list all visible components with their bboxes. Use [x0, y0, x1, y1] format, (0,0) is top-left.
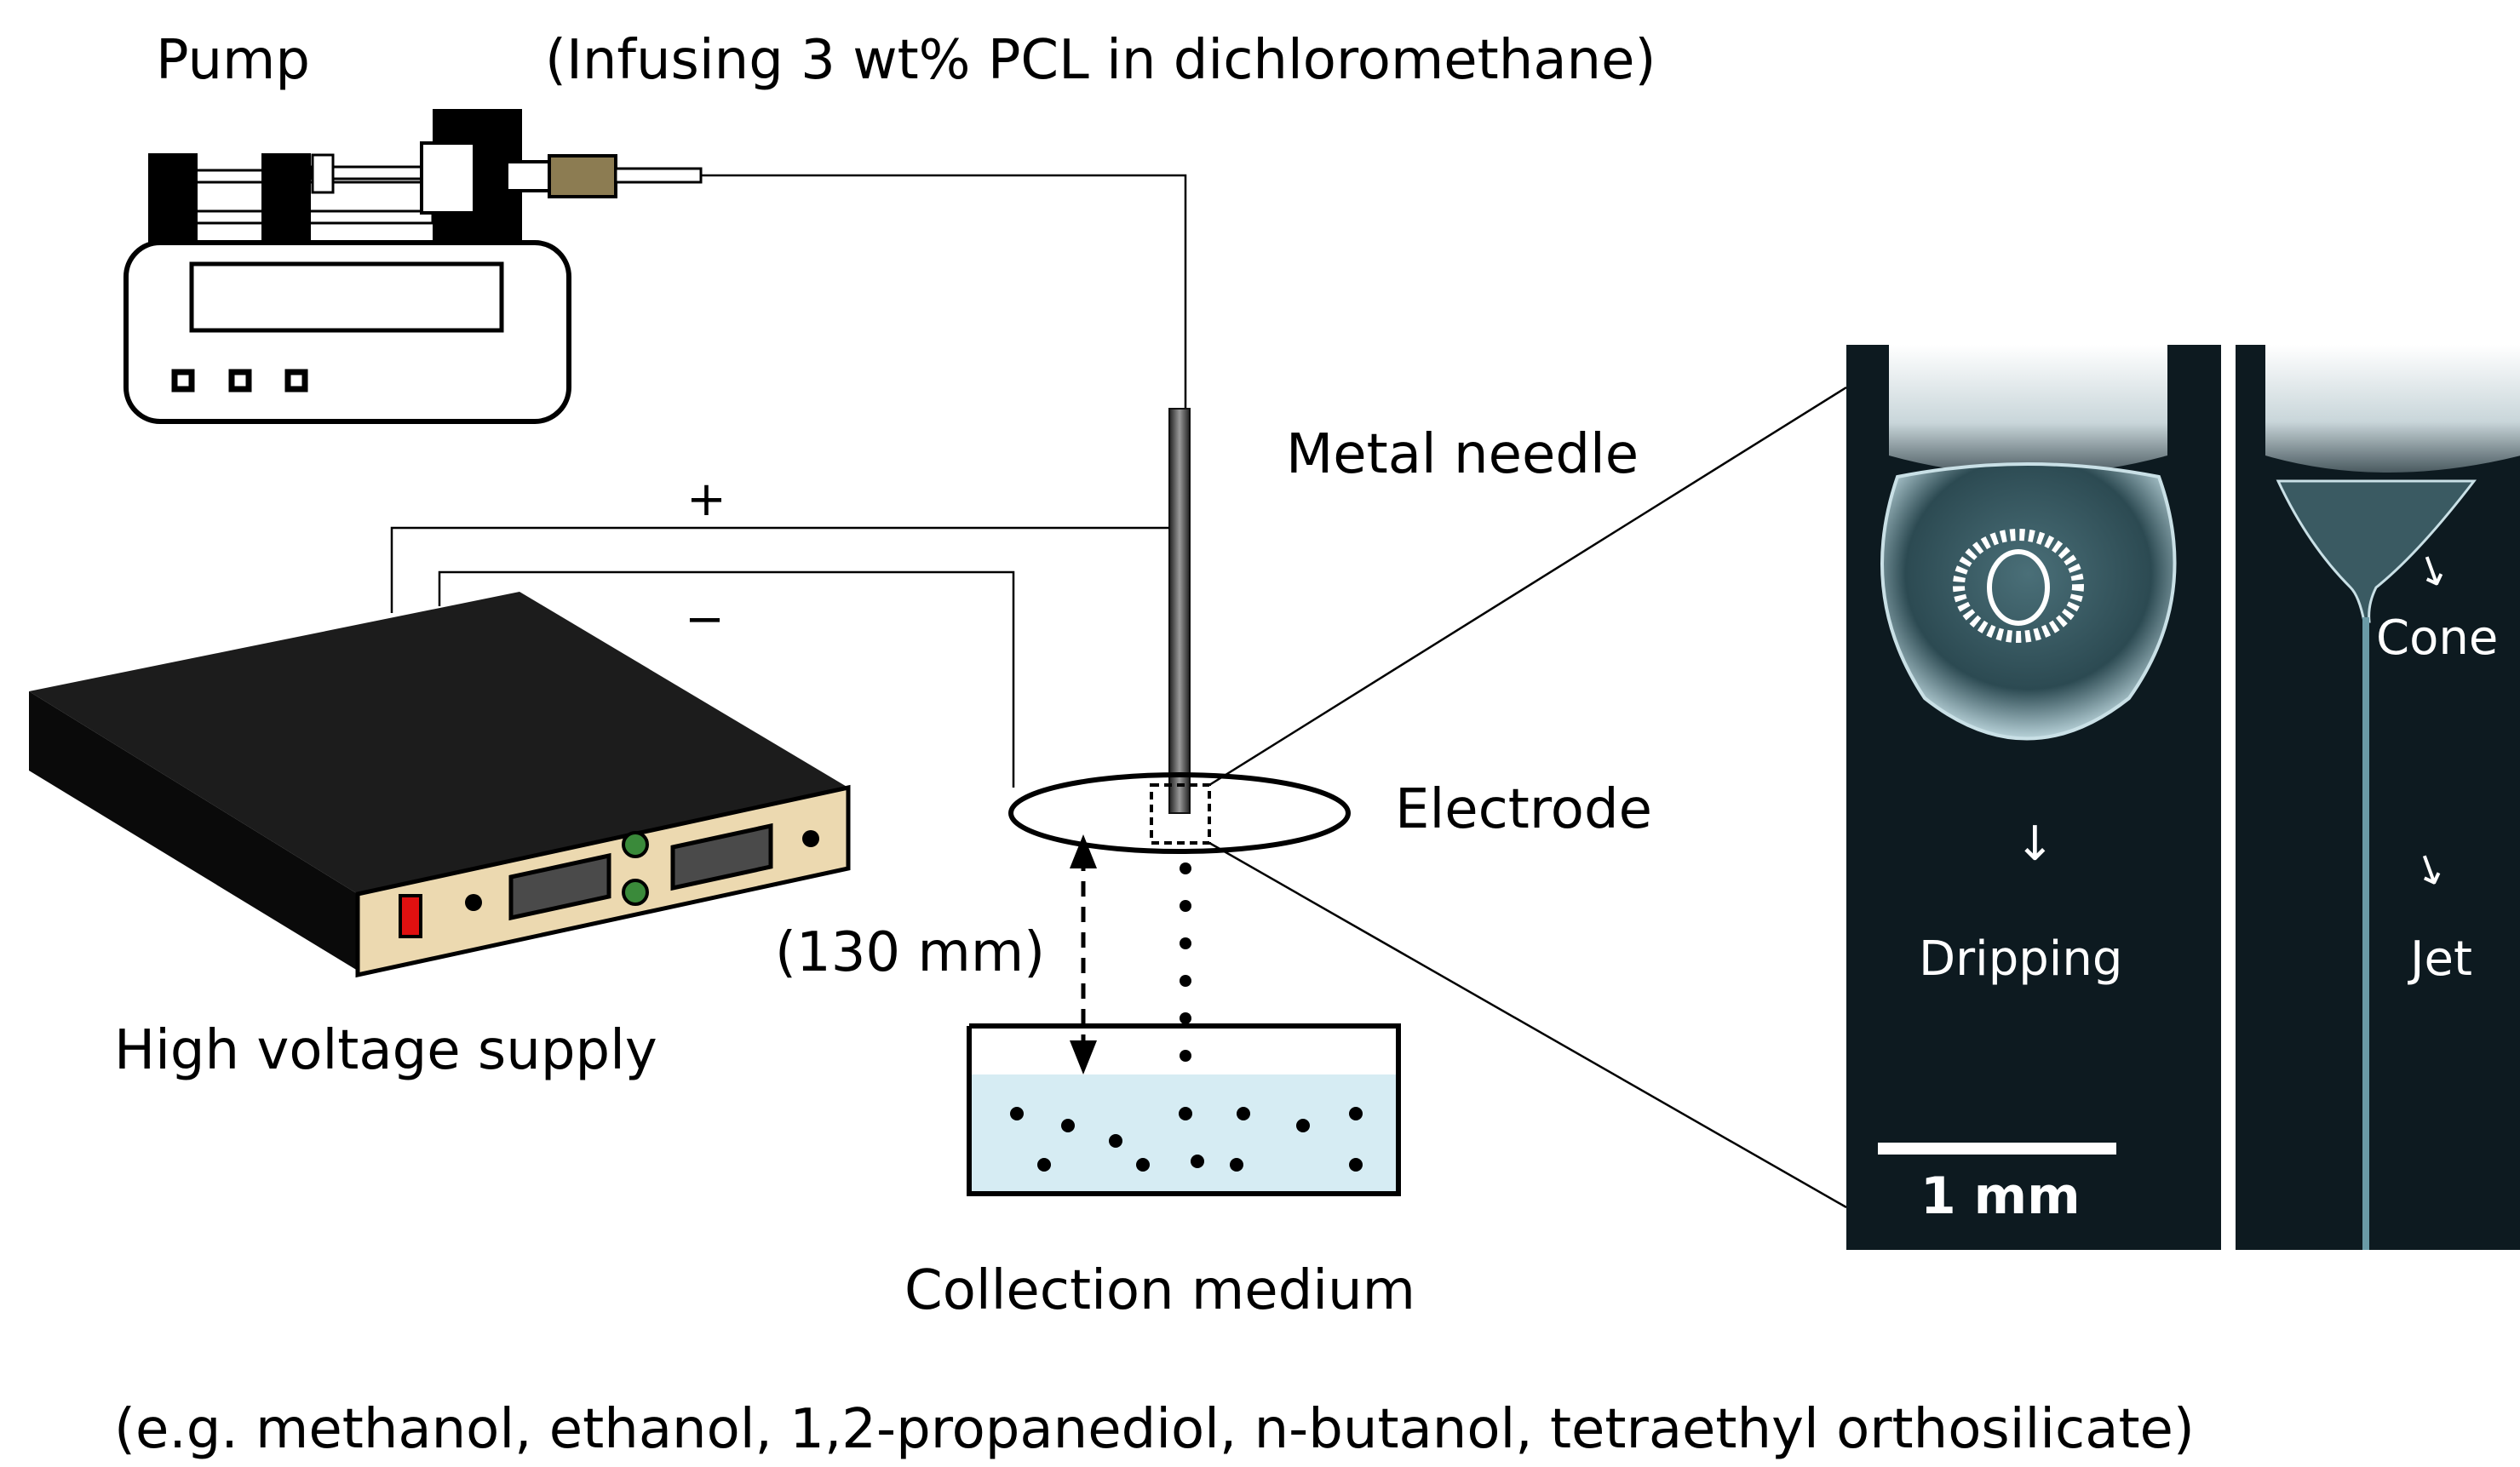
syringe-nozzle [548, 154, 617, 198]
hv-left-face [29, 691, 358, 971]
pump-block-2 [261, 153, 311, 243]
syringe-barrel [420, 141, 476, 215]
hv-led-top [622, 831, 649, 858]
pump-button-1 [171, 369, 195, 393]
distance-arrow: (130 mm) [775, 834, 1097, 1074]
collection-examples-label: (e.g. methanol, ethanol, 1,2-propanediol… [114, 1398, 2195, 1461]
syringe-needle-out [614, 167, 703, 184]
needle-cap-left [1889, 345, 2167, 475]
liquid-jet [2362, 617, 2369, 1250]
pendant-droplet [1880, 462, 2177, 741]
hv-display-1 [508, 852, 611, 921]
pump-button-2 [228, 369, 252, 393]
zoom-line-top [1208, 386, 1847, 787]
droplet-reflection [1953, 529, 2084, 643]
plus-label: + [686, 472, 726, 527]
zoom-line-bottom [1208, 841, 1847, 1209]
hv-display-2 [670, 822, 773, 891]
scale-bar [1878, 1143, 2116, 1155]
hv-led-bottom [622, 879, 649, 906]
pump-label: Pump [156, 29, 310, 92]
high-voltage-supply: High voltage supply [29, 592, 851, 1082]
negative-wire [438, 570, 1015, 788]
pump-button-3 [284, 369, 308, 393]
needle-cap-right [2265, 345, 2520, 473]
electrode-label: Electrode [1395, 778, 1652, 841]
hv-top-face [29, 592, 848, 894]
photo-cone-jet: ↓ Cone ↓ Jet [2236, 345, 2520, 1250]
droplet-path [1180, 862, 1191, 1062]
collection-vessel: Collection medium [904, 1023, 1415, 1322]
plunger-flange [311, 153, 335, 194]
syringe-pump: Pump (Infusing 3 wt% PCL in dichlorometh… [123, 29, 1656, 424]
hv-power-switch [399, 894, 422, 938]
high-voltage-supply-label: High voltage supply [114, 1019, 657, 1082]
jet-label: Jet [2408, 931, 2472, 987]
needle-tip-zoom-box [1150, 783, 1211, 845]
positive-wire [390, 526, 1169, 613]
feed-tube [701, 174, 1187, 409]
pump-display [189, 261, 504, 333]
syringe-tip [505, 160, 555, 192]
hv-knob-1 [465, 894, 482, 911]
scale-bar-label: 1 mm [1920, 1166, 2081, 1226]
dripping-arrow: ↓ [2015, 817, 2055, 872]
dripping-label: Dripping [1919, 931, 2122, 987]
infusing-label: (Infusing 3 wt% PCL in dichloromethane) [545, 29, 1656, 92]
metal-needle: Metal needle [1168, 408, 1639, 814]
collected-particles [1010, 1107, 1363, 1172]
minus-label: − [685, 592, 725, 647]
ring-electrode: Electrode [1008, 772, 1652, 854]
pump-rail-bottom [192, 209, 434, 225]
collection-medium-label: Collection medium [904, 1259, 1415, 1322]
metal-needle-label: Metal needle [1286, 423, 1639, 486]
collection-liquid [969, 1074, 1398, 1194]
photo-dripping: ↓ Dripping 1 mm [1846, 345, 2221, 1250]
pump-block-1 [148, 153, 198, 243]
cone-label: Cone [2376, 610, 2498, 666]
hv-knob-2 [802, 830, 819, 847]
distance-label: (130 mm) [775, 921, 1045, 984]
